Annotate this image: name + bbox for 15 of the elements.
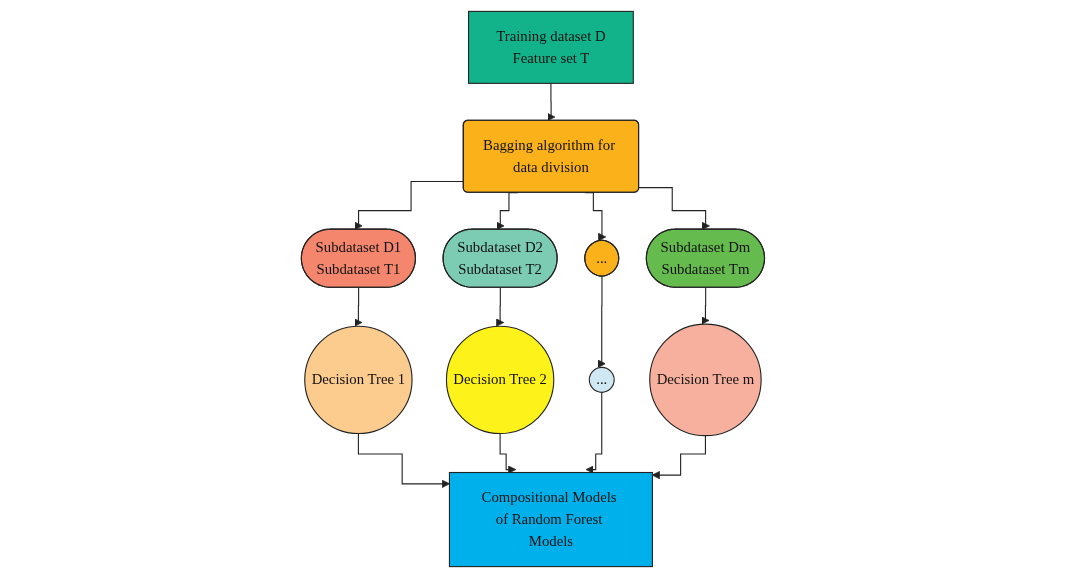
- arrow: [638, 187, 710, 230]
- node-circle: Decision Tree 2: [445, 325, 554, 435]
- arrow: [495, 287, 504, 327]
- arrow: [597, 276, 606, 368]
- arrow: [353, 287, 362, 327]
- node-circle: ...: [588, 366, 615, 393]
- node-circle: Decision Tree 1: [303, 325, 413, 435]
- arrow: [700, 287, 710, 325]
- arrow: [499, 433, 516, 474]
- arrow: [585, 391, 602, 474]
- arrow: [651, 435, 706, 480]
- node-box: Training dataset D Feature set T: [467, 10, 634, 84]
- node-circle: Decision Tree m: [648, 323, 762, 437]
- arrow: [546, 82, 555, 122]
- node-box: Compositional Models of Random Forest Models: [448, 471, 653, 568]
